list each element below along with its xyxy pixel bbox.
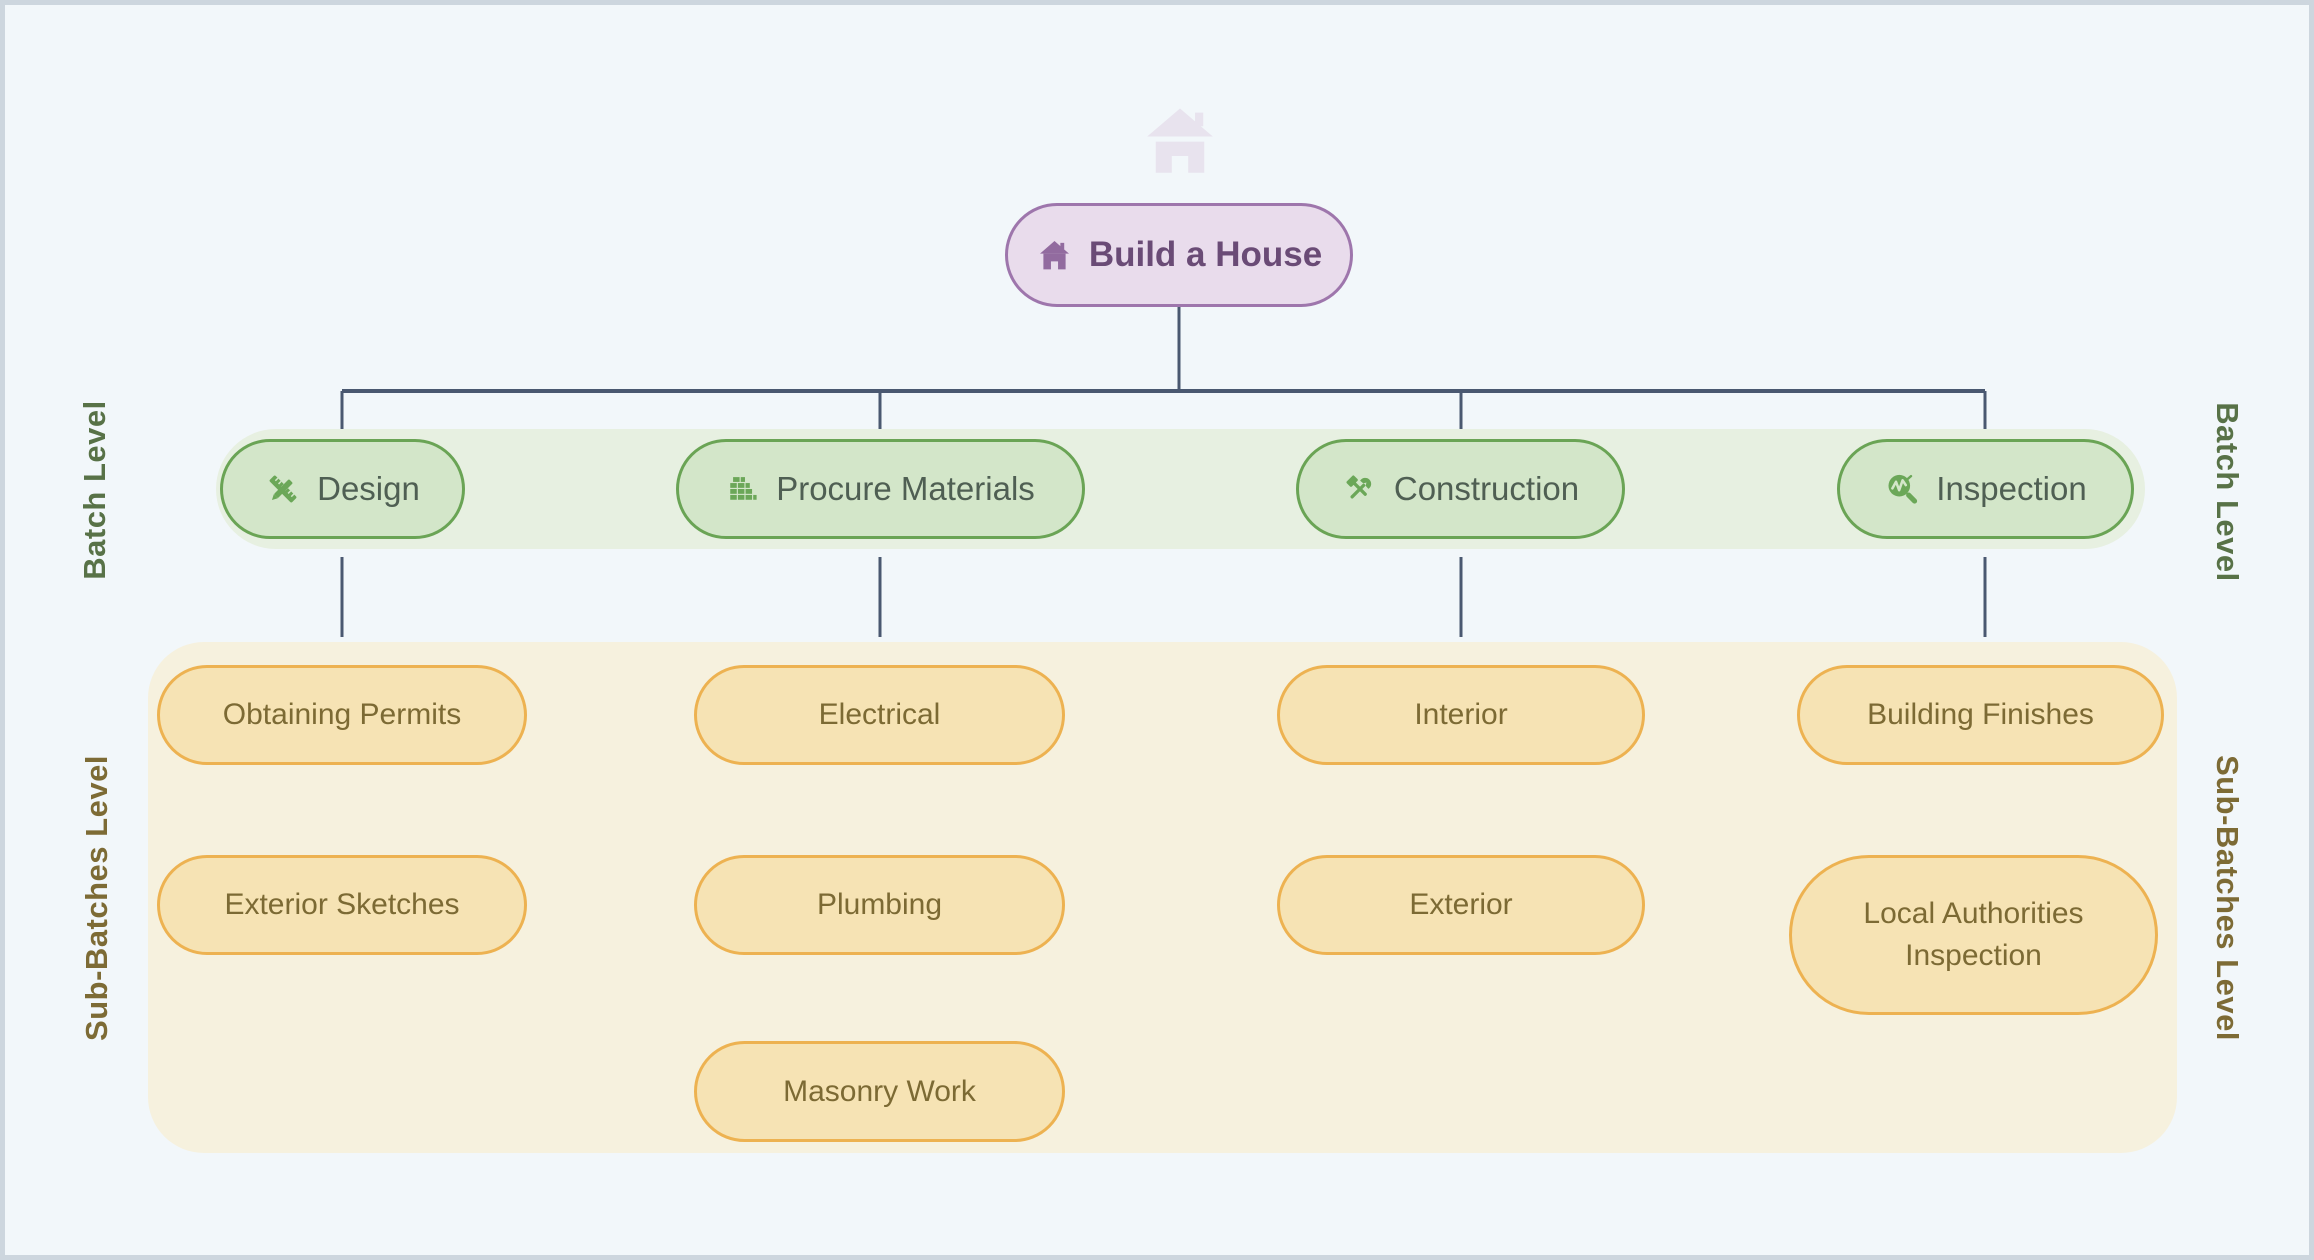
node-obtaining-permits: Obtaining Permits bbox=[157, 665, 527, 765]
search-chart-icon bbox=[1884, 471, 1920, 507]
hammer-wrench-icon bbox=[1342, 471, 1378, 507]
node-build-a-house: Build a House bbox=[1005, 203, 1353, 307]
node-exterior: Exterior bbox=[1277, 855, 1645, 955]
sub-batches-level-label-left: Sub-Batches Level bbox=[79, 755, 114, 1041]
node-label: Design bbox=[317, 470, 420, 507]
bricks-icon bbox=[726, 472, 760, 506]
node-label: Inspection bbox=[1936, 470, 2087, 507]
node-design: Design bbox=[220, 439, 465, 539]
node-label: Electrical bbox=[818, 698, 941, 731]
node-label: Masonry Work bbox=[783, 1074, 976, 1108]
node-label: Local Authorities Inspection bbox=[1863, 897, 2084, 972]
node-local-authorities-inspection: Local Authorities Inspection bbox=[1789, 855, 2158, 1015]
node-label: Interior bbox=[1414, 698, 1508, 731]
node-label: Build a House bbox=[1088, 235, 1323, 274]
node-label: Construction bbox=[1393, 470, 1580, 507]
node-label: Obtaining Permits bbox=[222, 698, 462, 731]
node-label: Exterior Sketches bbox=[224, 888, 460, 921]
node-building-finishes: Building Finishes bbox=[1797, 665, 2164, 765]
node-procure-materials: Procure Materials bbox=[676, 439, 1085, 539]
node-label: Procure Materials bbox=[776, 470, 1035, 507]
node-interior: Interior bbox=[1277, 665, 1645, 765]
sub-batches-level-label-right: Sub-Batches Level bbox=[2210, 755, 2245, 1041]
node-construction: Construction bbox=[1296, 439, 1625, 539]
node-inspection: Inspection bbox=[1837, 439, 2134, 539]
house-watermark-icon bbox=[1139, 101, 1221, 188]
node-label: Plumbing bbox=[816, 888, 943, 921]
node-masonry-work: Masonry Work bbox=[694, 1041, 1065, 1142]
design-tools-icon bbox=[265, 471, 301, 507]
batch-level-label-right: Batch Level bbox=[2210, 402, 2245, 582]
batch-level-label-left: Batch Level bbox=[77, 400, 112, 580]
node-plumbing: Plumbing bbox=[694, 855, 1065, 955]
node-label: Exterior bbox=[1409, 888, 1513, 921]
batch-level-band bbox=[216, 429, 2145, 549]
home-icon bbox=[1036, 237, 1073, 274]
node-electrical: Electrical bbox=[694, 665, 1065, 765]
node-label: Building Finishes bbox=[1867, 698, 2094, 731]
node-exterior-sketches: Exterior Sketches bbox=[157, 855, 527, 955]
